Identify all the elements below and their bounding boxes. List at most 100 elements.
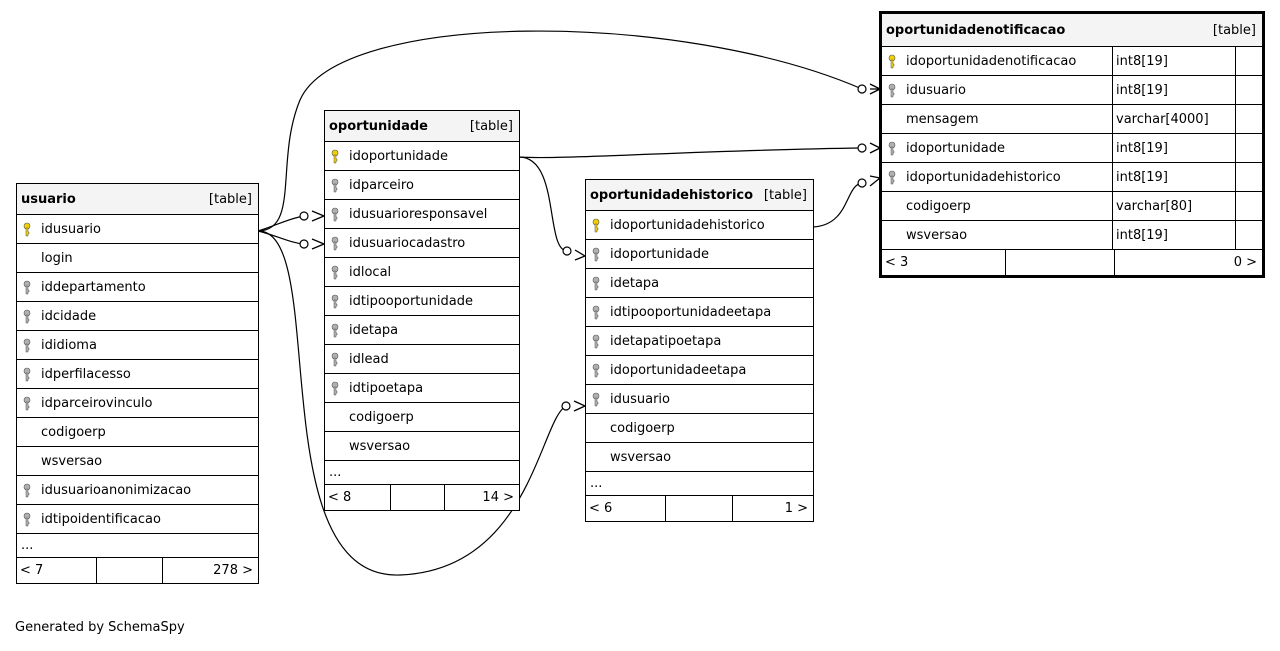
column-row[interactable]: idusuariocadastro <box>325 229 519 258</box>
column-name: idoportunidadehistorico <box>906 169 1061 185</box>
footer-parents[interactable]: < 8 <box>325 485 391 510</box>
column-row[interactable]: idparceirovinculo <box>17 389 258 418</box>
table-name: usuario <box>21 191 76 207</box>
column-name: idusuario <box>41 221 101 237</box>
column-row[interactable]: idetapa <box>325 316 519 345</box>
column-row[interactable]: idusuarioanonimizacao <box>17 476 258 505</box>
foreign-key-icon <box>586 305 606 320</box>
table-kind: [table] <box>1212 22 1256 38</box>
column-row[interactable]: idtipooportunidade <box>325 287 519 316</box>
footer-children[interactable]: 14 > <box>482 490 514 505</box>
table-kind: [table] <box>469 118 513 134</box>
footer-children[interactable]: 1 > <box>784 501 808 516</box>
column-row[interactable]: wsversao <box>17 447 258 476</box>
link-oportunidade-historico <box>518 156 568 252</box>
table-oportunidade[interactable]: oportunidade [table] idoportunidade idpar… <box>324 110 520 511</box>
column-name: idoportunidade <box>349 148 449 164</box>
footer-parents[interactable]: < 3 <box>882 250 1006 275</box>
table-header[interactable]: oportunidade [table] <box>325 111 519 142</box>
column-row[interactable]: idcidade <box>17 302 258 331</box>
footer-children[interactable]: 278 > <box>213 563 253 578</box>
optional-marker <box>562 246 572 256</box>
link-historico-notificacao <box>812 182 863 228</box>
column-row[interactable]: login <box>17 244 258 273</box>
column-name: wsversao <box>610 449 672 465</box>
table-name: oportunidadehistorico <box>590 187 754 203</box>
column-name: idoportunidade <box>610 246 710 262</box>
table-oportunidadehistorico[interactable]: oportunidadehistorico [table] idoportuni… <box>585 179 814 522</box>
table-header[interactable]: oportunidadenotificacao [table] <box>882 14 1262 47</box>
foreign-key-icon <box>17 512 37 527</box>
column-name: wsversao <box>41 453 103 469</box>
column-row[interactable]: idtipoidentificacao <box>17 505 258 534</box>
footer-parents[interactable]: < 7 <box>17 558 97 583</box>
column-row[interactable]: codigoerp <box>586 414 813 443</box>
column-row[interactable]: idparceiro <box>325 171 519 200</box>
table-oportunidadenotificacao[interactable]: oportunidadenotificacao [table] idoportu… <box>879 11 1265 278</box>
footer-spacer <box>391 485 445 510</box>
column-row[interactable]: ididioma <box>17 331 258 360</box>
footer-children[interactable]: 0 > <box>1233 255 1257 270</box>
column-name: codigoerp <box>41 424 106 440</box>
column-row[interactable]: idusuarioresponsavel <box>325 200 519 229</box>
column-row[interactable]: idlead <box>325 345 519 374</box>
column-name: wsversao <box>906 227 968 243</box>
column-row[interactable]: idusuario <box>586 385 813 414</box>
table-footer: < 8 14 > <box>325 485 519 510</box>
column-name: idetapa <box>610 275 660 291</box>
column-row[interactable]: codigoerp <box>17 418 258 447</box>
column-row[interactable]: idoportunidade <box>586 240 813 269</box>
more-columns: ... <box>586 472 813 496</box>
column-name: mensagem <box>906 111 979 127</box>
column-row[interactable]: wsversao <box>325 432 519 461</box>
foreign-key-icon <box>325 323 345 338</box>
column-row[interactable]: idoportunidadehistorico <box>586 211 813 240</box>
column-row[interactable]: idlocal <box>325 258 519 287</box>
column-row[interactable]: codigoerp <box>325 403 519 432</box>
column-name: idetapa <box>349 322 399 338</box>
column-row[interactable]: iddepartamento <box>17 273 258 302</box>
column-row[interactable]: idusuario <box>17 215 258 244</box>
column-row[interactable]: idetapatipoetapa <box>586 327 813 356</box>
column-row[interactable]: mensagem varchar[4000] <box>882 105 1262 134</box>
column-type: varchar[4000] <box>1112 105 1236 133</box>
column-row[interactable]: idoportunidade <box>325 142 519 171</box>
table-name: oportunidade <box>329 118 428 134</box>
column-row[interactable]: wsversao <box>586 443 813 472</box>
optional-marker <box>857 178 867 188</box>
table-header[interactable]: oportunidadehistorico [table] <box>586 180 813 211</box>
column-list: idoportunidadehistorico idoportunidade ide… <box>586 211 813 472</box>
footer-parents[interactable]: < 6 <box>586 496 666 521</box>
column-row[interactable]: idperfilacesso <box>17 360 258 389</box>
column-type: int8[19] <box>1112 134 1236 162</box>
table-footer: < 6 1 > <box>586 496 813 521</box>
column-name: idusuario <box>906 82 966 98</box>
column-row[interactable]: idoportunidadeetapa <box>586 356 813 385</box>
column-type: int8[19] <box>1112 163 1236 191</box>
column-row[interactable]: idtipoetapa <box>325 374 519 403</box>
foreign-key-icon <box>586 276 606 291</box>
optional-marker <box>299 211 309 221</box>
link-oportunidade-notificacao <box>518 147 863 159</box>
column-row[interactable]: idetapa <box>586 269 813 298</box>
column-row[interactable]: idtipooportunidadeetapa <box>586 298 813 327</box>
primary-key-icon <box>586 218 606 233</box>
primary-key-icon <box>325 149 345 164</box>
crowfoot-marker <box>869 175 881 187</box>
foreign-key-icon <box>17 309 37 324</box>
column-name: codigoerp <box>610 420 675 436</box>
column-name: idlocal <box>349 264 392 280</box>
column-name: idparceiro <box>349 177 414 193</box>
column-row[interactable]: idoportunidadehistorico int8[19] <box>882 163 1262 192</box>
table-header[interactable]: usuario [table] <box>17 184 258 215</box>
column-name: idparceirovinculo <box>41 395 153 411</box>
column-type: varchar[80] <box>1112 192 1236 220</box>
column-name: wsversao <box>349 438 411 454</box>
table-kind: [table] <box>763 187 807 203</box>
